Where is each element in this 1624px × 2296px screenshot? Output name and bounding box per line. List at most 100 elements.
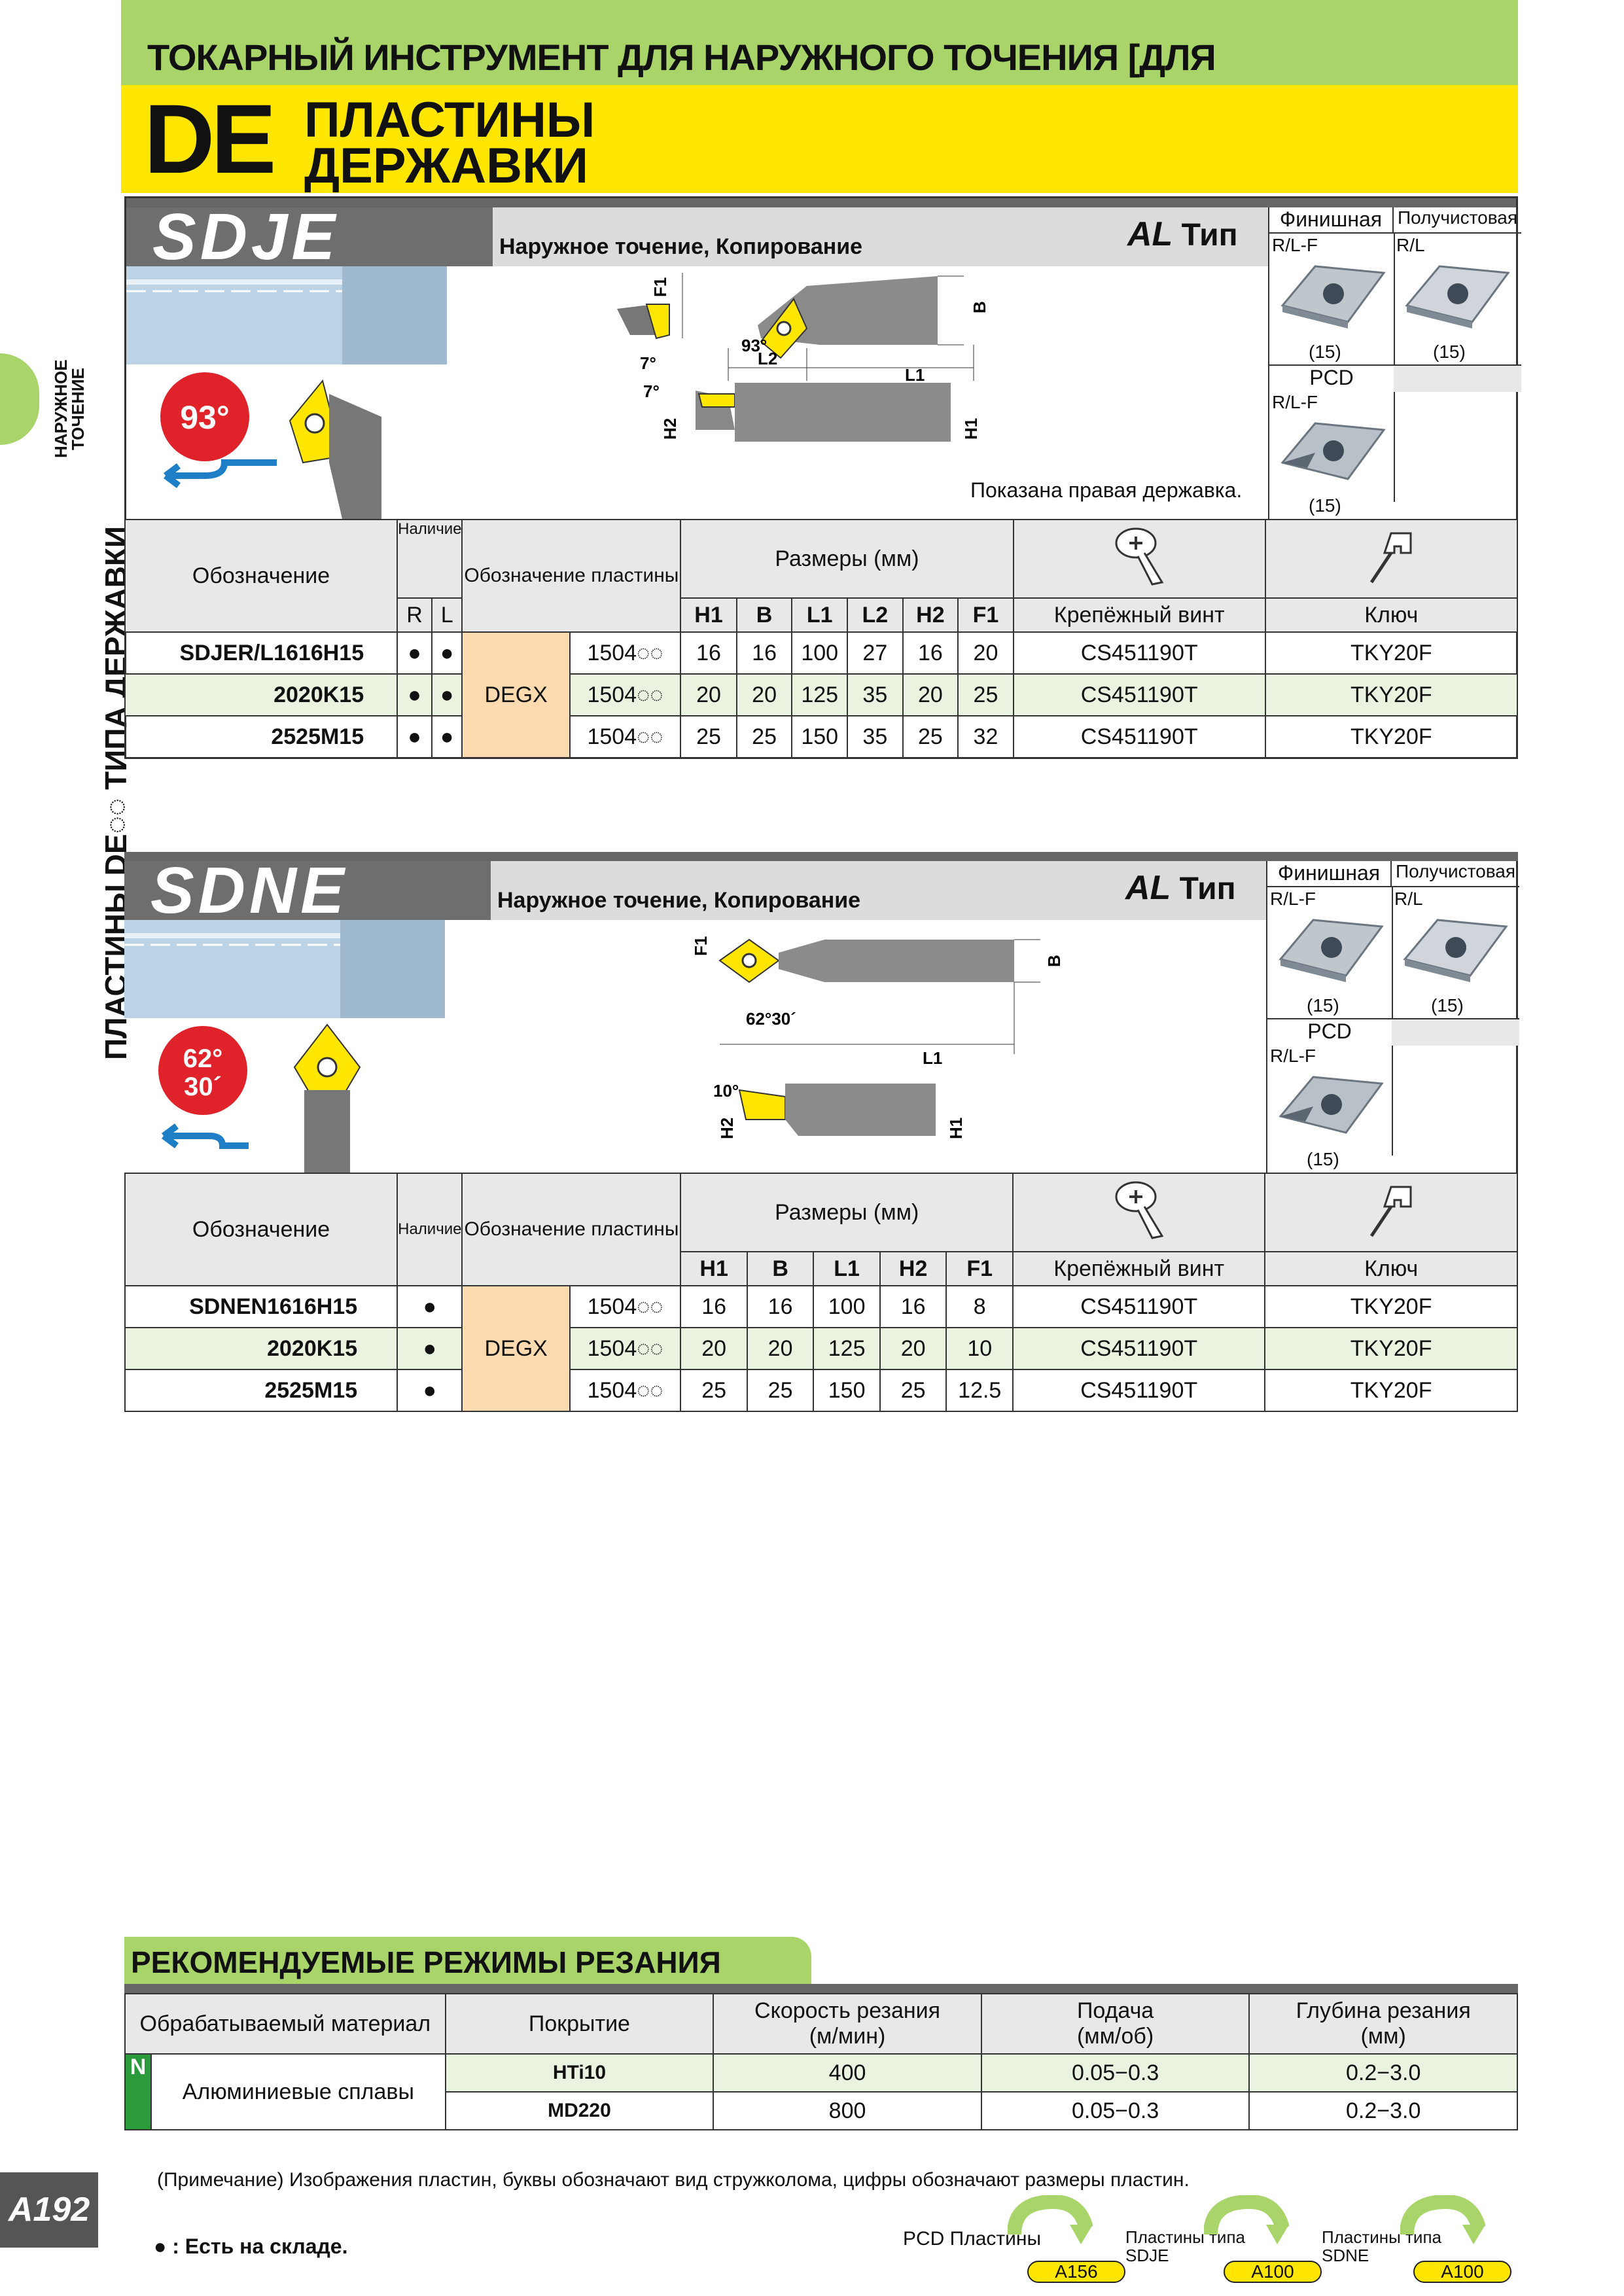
cell: 100 [791,631,849,675]
cell: 16 [680,631,737,675]
sdne-al: AL [1125,869,1171,907]
page-number: A192 [0,2172,98,2248]
sdne-n15-a: (15) [1307,995,1339,1016]
svg-text:B: B [1044,955,1064,967]
hero-line2: ДЕРЖАВКИ [304,138,588,194]
sdne-ref-l1: Пластины типа [1322,2227,1441,2247]
insert-pcd-image [1280,422,1386,480]
sdje-finish-label: Финишная [1269,207,1394,234]
pcd-ref-link[interactable]: A156 [1027,2261,1125,2283]
sdne-tool-image: 62° 30´ [124,920,445,1173]
svg-text:L1: L1 [923,1048,942,1068]
sdne-rlf2: R/L-F [1270,1046,1316,1066]
cell: 16 [680,1285,748,1328]
hero-line1: ПЛАСТИНЫ [304,92,595,148]
stock-l: ● [431,715,463,758]
key-icon-cell [1264,1173,1518,1252]
svg-text:7°: 7° [640,353,656,373]
svg-text:10°: 10° [713,1081,739,1101]
insert-type: DEGX [461,631,571,758]
sdne-angle-badge-1: 62° [183,1044,223,1073]
svg-text:B: B [970,301,989,313]
cell: 25 [680,1369,748,1412]
cell: TKY20F [1264,715,1519,758]
col-b: B [735,597,793,633]
col-h2: H2 [902,597,959,633]
feed-line2: (мм/об) [1076,2024,1154,2049]
arrow-icon [1400,2195,1485,2244]
col-stock: Наличие [397,1173,463,1286]
col-designation: Обозначение [124,519,398,633]
col-speed: Скорость резания(м/мин) [713,1993,982,2055]
svg-text:L2: L2 [758,349,777,368]
table-row: SDNEN1616H15 [124,1285,398,1328]
sdne-al-type: AL Тип [1125,868,1236,908]
footer-note: (Примечание) Изображения пластин, буквы … [157,2169,1190,2191]
col-coating: Покрытие [444,1993,715,2055]
sdje-table: Обозначение Наличие Обозначение пластины… [124,519,1519,758]
cell: 800 [713,2091,982,2130]
col-dims: Размеры (мм) [680,519,1014,599]
sdne-logo: SDNE [124,858,491,923]
coating: MD220 [444,2091,715,2130]
sdje-semi-label: Получистовая [1394,207,1521,234]
col-dims: Размеры (мм) [680,1173,1014,1252]
sdne-table: Обозначение Наличие Обозначение пластины… [124,1173,1518,1412]
sdne-ref-link[interactable]: A100 [1413,2261,1511,2283]
col-l1: L1 [813,1251,881,1286]
sdje-title-band [493,207,1268,266]
stock-legend: ● : Есть на складе. [154,2234,348,2258]
screw-icon [1115,1181,1164,1239]
cell: 20 [746,1327,815,1370]
stock-l: ● [431,673,463,716]
sdne-semi-label: Получистовая [1392,861,1519,887]
sdne-finish-label: Финишная [1267,861,1392,887]
stock: ● [397,1327,463,1370]
sdne-ref-l2: SDNE [1322,2246,1369,2265]
sdje-ref-l1: Пластины типа [1125,2227,1245,2247]
key-icon-cell [1264,519,1519,599]
insert-code: 1504◌◌ [569,1327,682,1370]
table-row: 2525M15 [124,1369,398,1412]
cell: TKY20F [1264,1327,1518,1370]
cell: 25 [957,673,1014,716]
cell: CS451190T [1012,631,1266,675]
insert-code: 1504◌◌ [569,1285,682,1328]
sdne-section: SDNE Наружное точение, Копирование AL Ти… [124,852,1519,1421]
table-row: 2525M15 [124,715,398,758]
col-material: Обрабатываемый материал [124,1993,446,2055]
coating: HTi10 [444,2053,715,2093]
col-h2: H2 [879,1251,947,1286]
col-screw: Крепёжный винт [1012,1251,1266,1286]
insert-code: 1504◌◌ [569,673,682,716]
cell: 16 [879,1285,947,1328]
side-tab-line2: ТОЧЕНИЕ [68,368,88,450]
cutting-bar [124,1984,1518,1993]
side-tab-circle [0,353,39,445]
stock-r: ● [397,631,432,675]
col-l: L [431,597,463,633]
hero-de: DE [144,84,276,194]
arrow-icon [1204,2195,1289,2244]
cell: 20 [680,1327,748,1370]
cell: 20 [879,1327,947,1370]
sdje-n15-b: (15) [1433,342,1466,362]
sdje-rlf: R/L-F [1272,235,1318,255]
screw-icon-cell [1012,519,1266,599]
stock-r: ● [397,673,432,716]
sdne-insert-grid: Финишная Получистовая R/L-F R/L (15) (15… [1266,861,1519,1173]
cell: 20 [902,673,959,716]
sdje-ref-l2: SDJE [1125,2246,1169,2265]
insert-code: 1504◌◌ [569,1369,682,1412]
feed-line1: Подача [1076,1998,1154,2023]
sdje-pcd-empty [1394,366,1521,392]
cell: 20 [957,631,1014,675]
cell: 10 [945,1327,1014,1370]
svg-text:H2: H2 [717,1118,737,1139]
sdne-pcd-label: PCD [1307,1019,1352,1043]
speed-line2: (м/мин) [809,2024,886,2049]
sdje-rlf2: R/L-F [1272,392,1318,412]
cell: 150 [791,715,849,758]
sdje-ref-link[interactable]: A100 [1224,2261,1322,2283]
